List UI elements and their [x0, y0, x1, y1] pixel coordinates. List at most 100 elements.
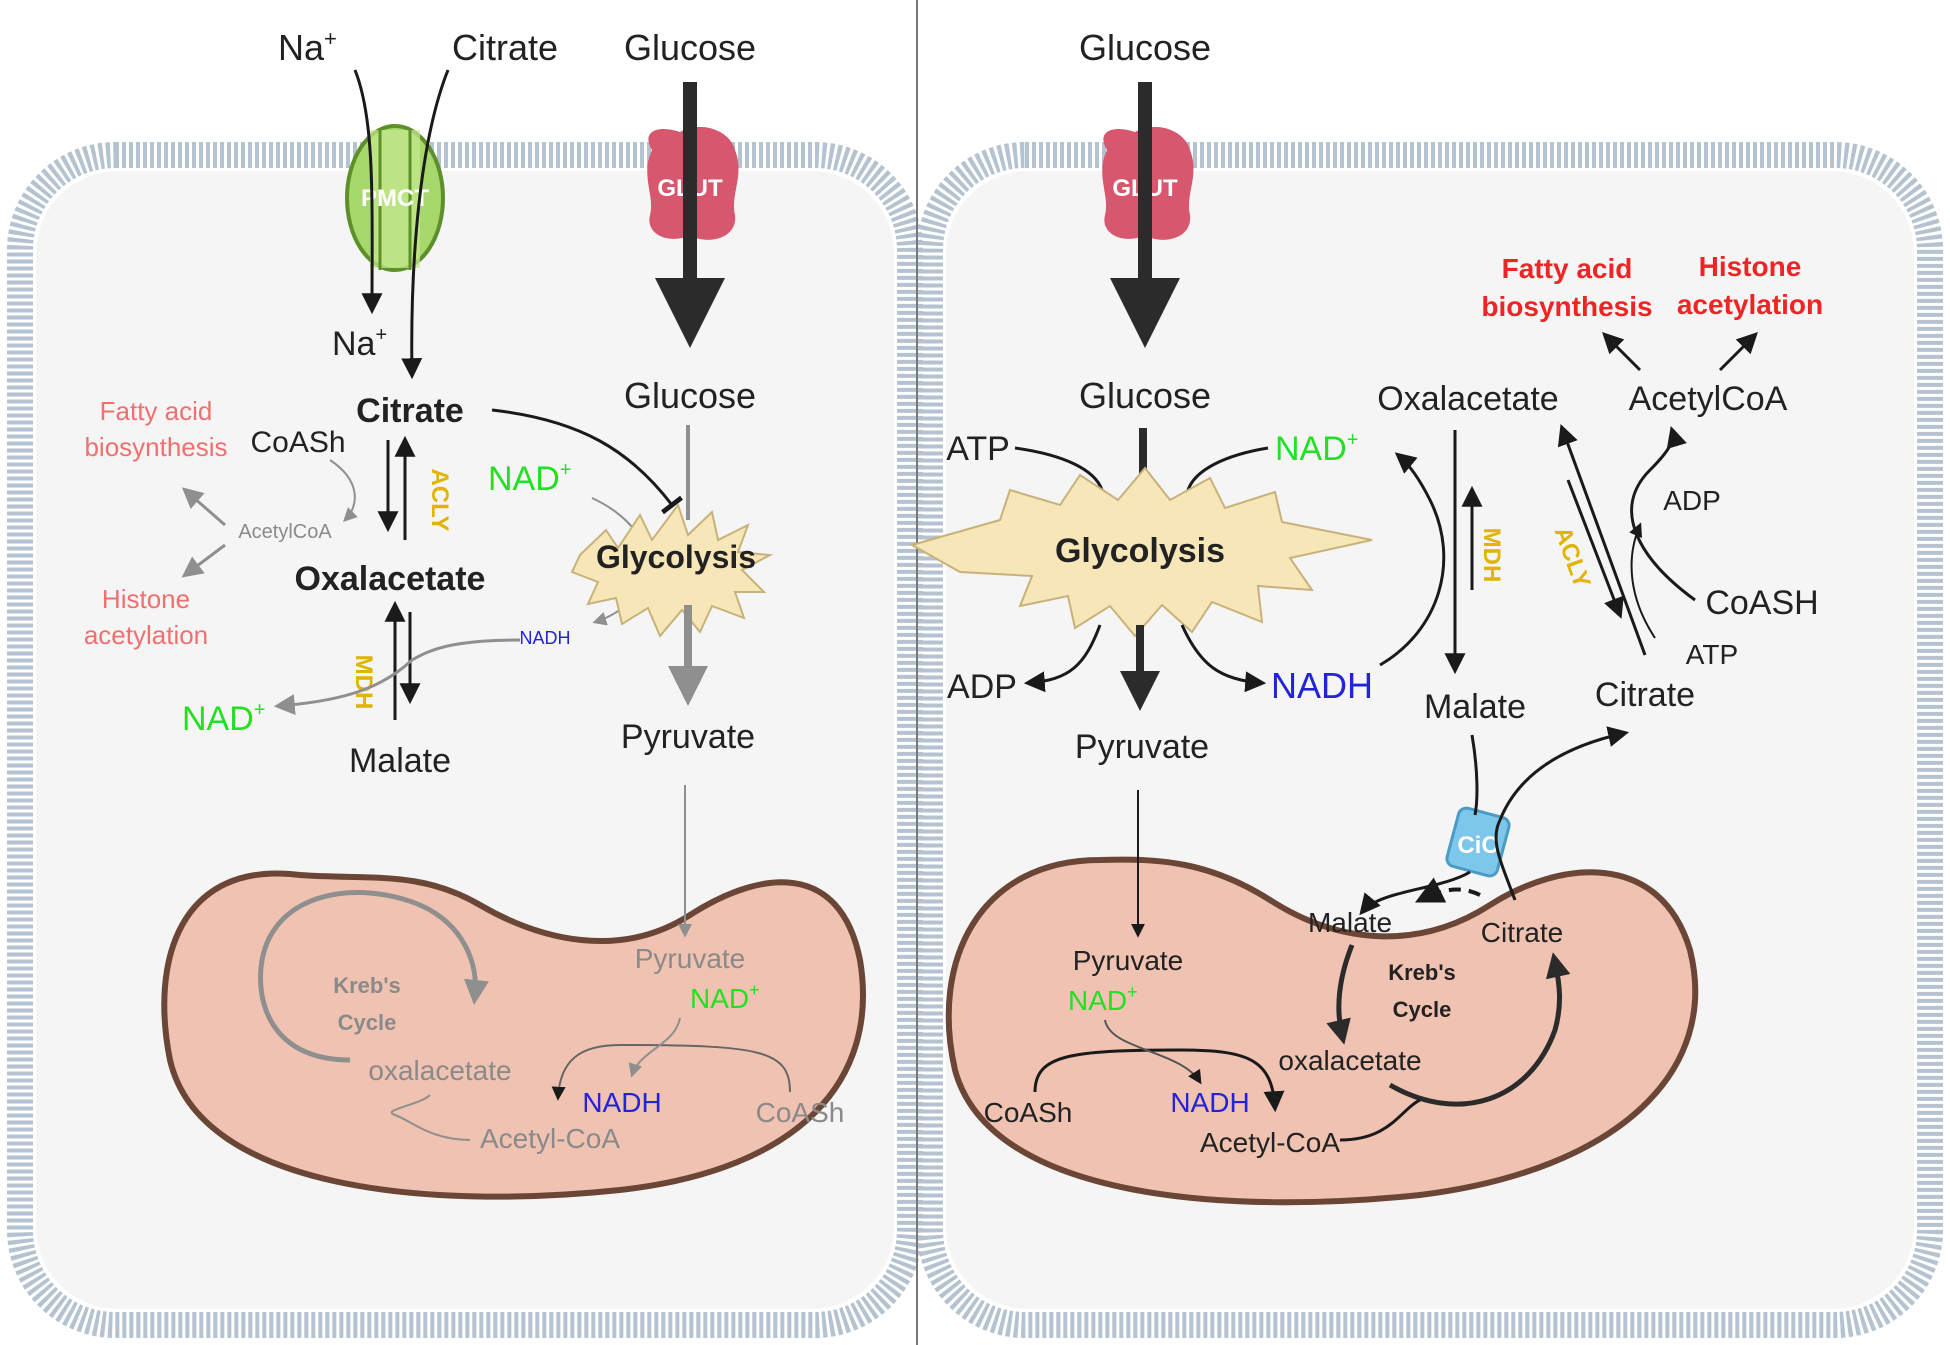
right-pyruvate: Pyruvate	[1075, 728, 1209, 766]
left-glucose-top: Glucose	[624, 27, 756, 68]
right-glycolysis-label: Glycolysis	[1055, 532, 1225, 570]
right-citrate: Citrate	[1595, 676, 1695, 714]
cic-transporter-icon: CiC	[1445, 806, 1511, 878]
acetylcoa-to-histone-arrow-right	[1718, 332, 1758, 372]
left-pdh-arrow	[551, 1043, 791, 1101]
citrate-to-oxalacetate-arrow	[1557, 424, 1647, 656]
right-adp-left: ADP	[947, 668, 1017, 706]
left-mito-coash: CoASh	[756, 1097, 845, 1128]
mito-citrate-out-arrow	[1494, 726, 1630, 901]
coash-to-acetylcoa-arrow	[329, 459, 358, 522]
left-fatty-acid-1: Fatty acid	[100, 396, 213, 426]
left-mito-oxalacetate: oxalacetate	[368, 1055, 511, 1086]
left-nad-plus-left: NAD+	[182, 699, 265, 738]
left-histone-1: Histone	[102, 584, 190, 614]
right-kreb-2: Cycle	[1393, 997, 1452, 1022]
right-mito-nadh: NADH	[1170, 1087, 1249, 1118]
left-nadh-small: NADH	[519, 628, 570, 648]
left-glycolysis-burst: Glycolysis	[570, 502, 774, 638]
right-mito-citrate: Citrate	[1481, 917, 1563, 948]
malate-into-cic	[1470, 734, 1479, 816]
right-mdh: MDH	[1478, 528, 1505, 583]
atp-into-glycolysis	[1014, 446, 1104, 491]
right-malate: Malate	[1424, 688, 1526, 726]
right-mito-pyruvate: Pyruvate	[1073, 945, 1184, 976]
right-pdh-arrow	[1033, 1048, 1285, 1113]
right-acetylcoa-to-kreb	[1339, 1098, 1421, 1142]
glycolysis-to-nadh	[1180, 624, 1267, 693]
left-glycolysis-label: Glycolysis	[596, 539, 756, 575]
right-fatty-acid-1: Fatty acid	[1502, 253, 1633, 284]
left-kreb-cycle-arrow	[257, 890, 489, 1063]
left-citrate-top: Citrate	[452, 27, 558, 68]
starburst-icon	[570, 502, 774, 638]
left-mito-acetyl-coa: Acetyl-CoA	[480, 1123, 620, 1154]
right-atp-left: ATP	[946, 430, 1010, 468]
right-histone-1: Histone	[1699, 251, 1802, 282]
citrate-inhibit-glycolysis	[491, 408, 683, 515]
left-pyruvate: Pyruvate	[621, 718, 755, 756]
right-atp: ATP	[1686, 639, 1738, 670]
nadh-to-nad-cycle	[1379, 452, 1446, 667]
citrate-transport-arrow	[401, 69, 450, 380]
cic-exchange-dashed-arrow	[1414, 877, 1481, 903]
left-acetylcoa: AcetylCoA	[238, 521, 332, 543]
glycolysis-to-adp	[1023, 624, 1102, 693]
right-acetylcoa: AcetylCoA	[1629, 380, 1788, 418]
right-fatty-acid-2: biosynthesis	[1481, 291, 1652, 322]
right-histone-2: acetylation	[1677, 289, 1823, 320]
right-nad-plus: NAD+	[1275, 429, 1358, 468]
left-mito-nadh: NADH	[582, 1087, 661, 1118]
left-kreb-1: Kreb's	[333, 973, 401, 998]
right-mito-coash: CoASh	[984, 1097, 1073, 1128]
left-mitochondrion	[161, 870, 866, 1200]
coash-to-acetylcoa-arrow-right	[1630, 425, 1696, 602]
left-glucose-inside: Glucose	[624, 375, 756, 416]
left-malate: Malate	[349, 742, 451, 780]
right-glucose-inside: Glucose	[1079, 375, 1211, 416]
nad-into-glycolysis	[1186, 446, 1269, 491]
left-acly: ACLY	[426, 468, 453, 531]
right-adp: ADP	[1663, 485, 1721, 516]
starburst-icon	[909, 466, 1373, 638]
left-na-inside: Na+	[332, 324, 387, 363]
right-mito-nad-plus: NAD+	[1068, 982, 1138, 1016]
acetylcoa-to-fatty-arrow-right	[1602, 332, 1642, 372]
atp-to-adp-arrow	[1629, 522, 1656, 639]
right-kreb-1: Kreb's	[1388, 960, 1456, 985]
pmct-transporter-icon: PMCT	[345, 124, 445, 272]
right-cell-membrane	[917, 142, 1943, 1338]
left-mdh: MDH	[350, 655, 377, 710]
left-nad-plus-mid: NAD+	[488, 459, 571, 498]
right-mito-acetyl-coa: Acetyl-CoA	[1200, 1127, 1340, 1158]
right-glucose-top: Glucose	[1079, 27, 1211, 68]
acetylcoa-to-fatty-arrow	[181, 487, 226, 527]
left-mito-nad-plus: NAD+	[690, 980, 760, 1014]
left-mito-pyruvate: Pyruvate	[635, 943, 746, 974]
oxalacetate-to-citrate-arrow	[1388, 952, 1571, 1107]
na-transport-arrow	[353, 69, 383, 315]
right-mitochondrion	[945, 856, 1699, 1206]
left-cell-membrane	[7, 142, 923, 1338]
acetylcoa-to-histone-arrow	[181, 543, 226, 578]
cic-to-mito-malate	[1359, 870, 1471, 916]
right-glycolysis-burst: Glycolysis	[909, 466, 1373, 638]
left-nad-to-nadh-arrow	[628, 1017, 681, 1078]
right-oxalacetate: Oxalacetate	[1377, 380, 1558, 418]
right-nadh: NADH	[1271, 665, 1373, 706]
acly-arrow-down-right	[1566, 479, 1624, 619]
left-coash: CoASh	[250, 426, 345, 459]
mdh-to-nad-arrow	[273, 638, 521, 716]
malate-to-oxalacetate-arrow	[1326, 944, 1355, 1045]
right-coash: CoASH	[1705, 584, 1818, 622]
left-fatty-acid-2: biosynthesis	[84, 432, 227, 462]
left-histone-2: acetylation	[84, 620, 208, 650]
cic-label: CiC	[1457, 832, 1498, 859]
right-mito-malate: Malate	[1308, 907, 1392, 938]
right-mito-oxalacetate: oxalacetate	[1278, 1045, 1421, 1076]
left-oxalacetate: Oxalacetate	[295, 560, 486, 598]
left-acetylcoa-to-kreb	[390, 1094, 471, 1141]
left-kreb-2: Cycle	[338, 1010, 397, 1035]
left-citrate: Citrate	[356, 392, 464, 430]
